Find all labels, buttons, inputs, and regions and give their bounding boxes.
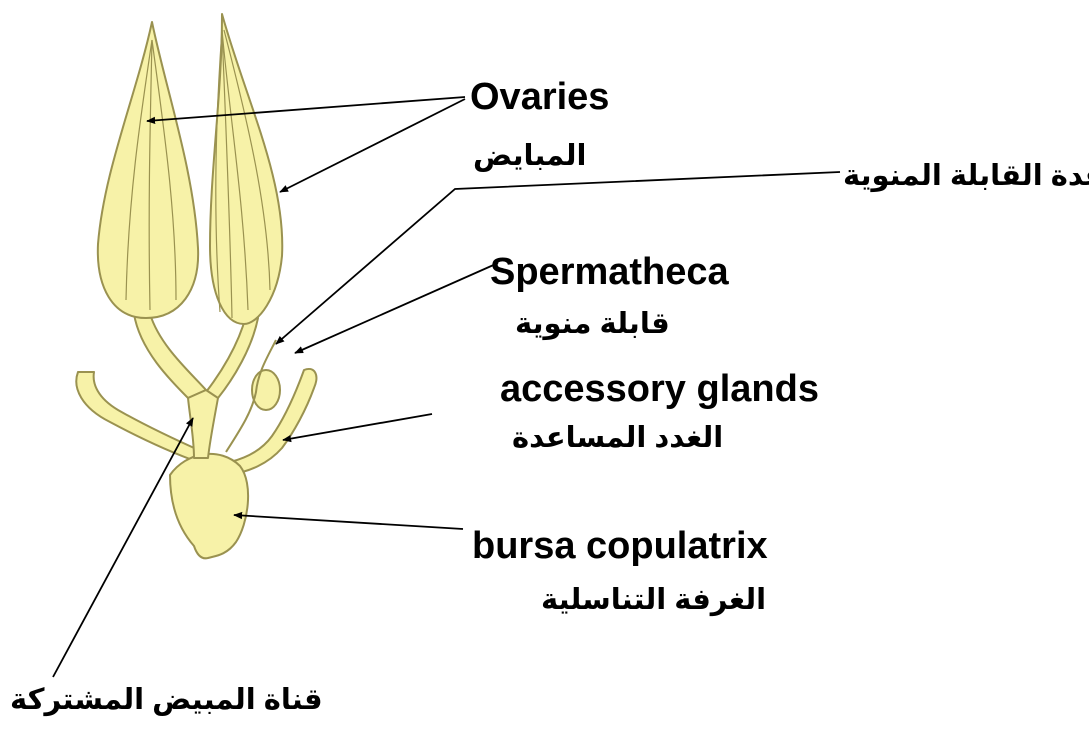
arrow-accessory-glands	[283, 414, 432, 440]
left-lateral-oviduct	[134, 314, 206, 398]
organ-illustration	[76, 14, 316, 558]
right-lateral-oviduct	[206, 316, 258, 398]
label-ovaries-ar: المبايض	[473, 142, 586, 171]
label-spermatheca-ar: قابلة منوية	[515, 310, 670, 339]
arrow-common-oviduct	[53, 418, 193, 677]
arrow-ovaries-left	[147, 97, 465, 121]
arrow-spermatheca	[295, 263, 498, 353]
label-spermathecal-gland-ar: غدة القابلة المنوية	[843, 162, 1089, 191]
label-bursa-copulatrix-en: bursa copulatrix	[472, 527, 768, 565]
label-bursa-copulatrix-ar: الغرفة التناسلية	[541, 586, 766, 615]
label-accessory-glands-ar: الغدد المساعدة	[512, 424, 723, 453]
label-spermatheca-en: Spermatheca	[490, 253, 729, 291]
arrow-ovaries-right	[280, 99, 465, 192]
label-common-oviduct-ar: قناة المبيض المشتركة	[10, 686, 323, 715]
bursa-copulatrix	[170, 454, 248, 558]
label-ovaries-en: Ovaries	[470, 78, 609, 116]
arrow-bursa-copulatrix	[234, 515, 463, 529]
label-accessory-glands-en: accessory glands	[500, 370, 819, 408]
